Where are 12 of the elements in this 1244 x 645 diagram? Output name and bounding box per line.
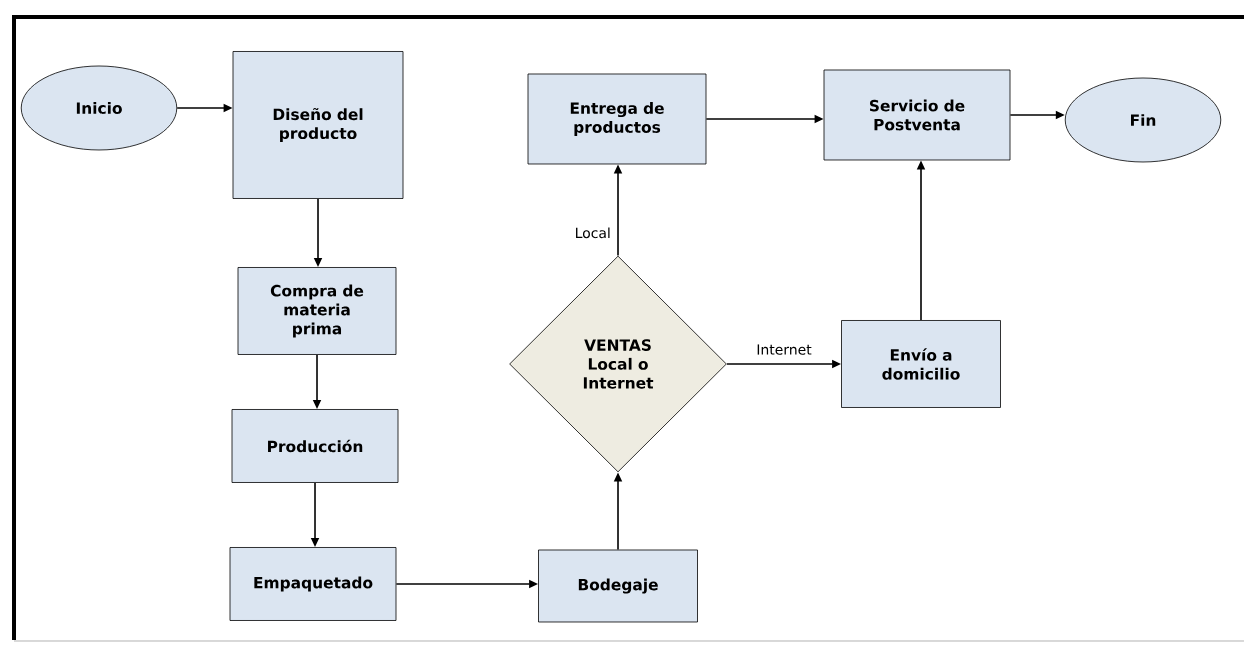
ellipse-node: Inicio — [20, 65, 178, 151]
ellipse-node: Fin — [1064, 77, 1222, 163]
process-box: Servicio de Postventa — [823, 69, 1011, 161]
process-box: Producción — [231, 409, 399, 483]
edge-label: Internet — [755, 343, 813, 356]
process-box: Compra de materia prima — [237, 267, 397, 355]
process-box: Entrega de productos — [527, 73, 707, 165]
process-box: Bodegaje — [538, 549, 698, 623]
process-box: Diseño del producto — [232, 51, 404, 199]
process-box: Empaquetado — [229, 547, 397, 621]
process-box: Envío a domicilio — [841, 320, 1001, 408]
edge-label: Local — [573, 226, 612, 240]
